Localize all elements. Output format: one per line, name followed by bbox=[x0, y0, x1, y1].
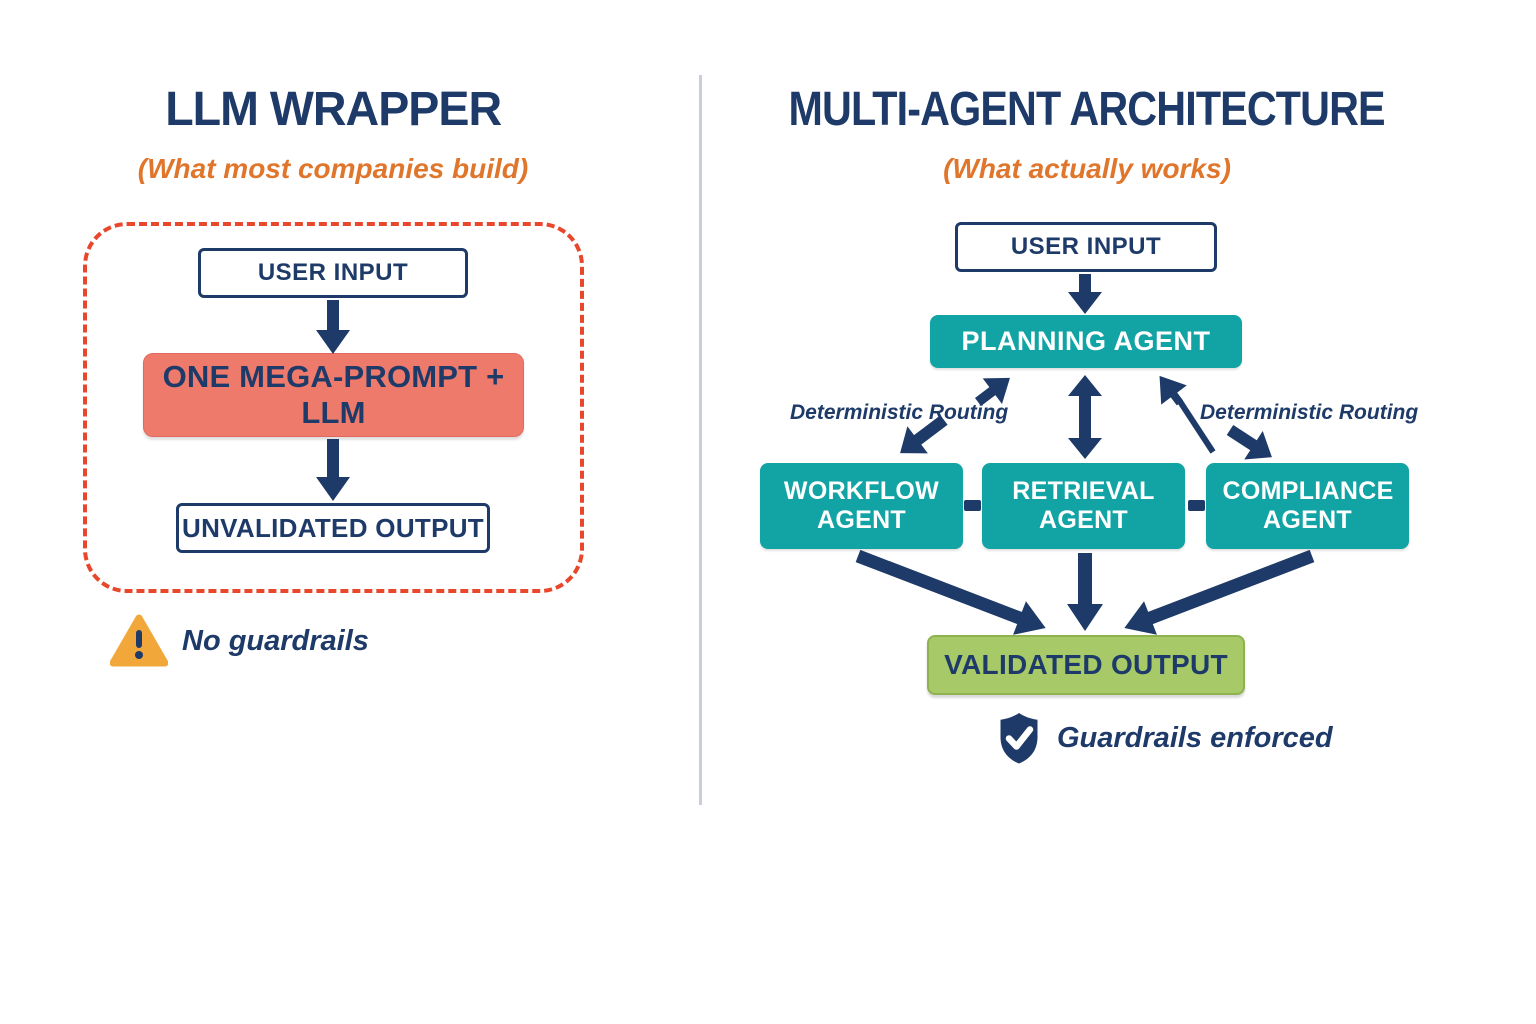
guardrails-enforced-label: Guardrails enforced bbox=[1057, 721, 1333, 754]
arrow-workflow-to-validated bbox=[855, 549, 1046, 635]
llm-wrapper-dashed-frame bbox=[83, 222, 584, 593]
retrieval-agent-label: RETRIEVAL AGENT bbox=[1012, 476, 1155, 535]
validated-output-label: VALIDATED OUTPUT bbox=[944, 649, 1228, 680]
left-footnote: No guardrails bbox=[110, 614, 369, 668]
retrieval-agent-box: RETRIEVAL AGENT bbox=[982, 463, 1185, 549]
arrow-planning-retrieval-bidirectional bbox=[1068, 375, 1102, 459]
mega-prompt-label: ONE MEGA-PROMPT + LLM bbox=[162, 359, 505, 430]
routing-label-left: Deterministic Routing bbox=[790, 401, 1009, 424]
left-panel-title: LLM WRAPPER bbox=[165, 83, 502, 136]
left-user-input-label: USER INPUT bbox=[257, 259, 409, 286]
shield-check-icon bbox=[1000, 713, 1038, 764]
unvalidated-output-box: UNVALIDATED OUTPUT bbox=[176, 503, 490, 553]
arrow-compliance-to-planning bbox=[1159, 375, 1187, 406]
agent-connector-dash-left bbox=[964, 500, 981, 511]
mega-prompt-box: ONE MEGA-PROMPT + LLM bbox=[143, 353, 524, 437]
arrow-compliance-to-validated bbox=[1124, 549, 1315, 635]
planning-agent-box: PLANNING AGENT bbox=[930, 315, 1242, 368]
workflow-agent-box: WORKFLOW AGENT bbox=[760, 463, 963, 549]
agent-connector-dash-right bbox=[1188, 500, 1205, 511]
workflow-agent-label: WORKFLOW AGENT bbox=[783, 476, 940, 535]
right-user-input-label: USER INPUT bbox=[1010, 233, 1162, 260]
left-user-input-box: USER INPUT bbox=[198, 248, 468, 298]
routing-label-right: Deterministic Routing bbox=[1200, 401, 1419, 424]
planning-agent-label: PLANNING AGENT bbox=[961, 326, 1211, 356]
right-user-input-box: USER INPUT bbox=[955, 222, 1217, 272]
right-panel-header: MULTI-AGENT ARCHITECTURE (What actually … bbox=[740, 82, 1434, 185]
warning-triangle-icon bbox=[110, 614, 168, 667]
right-panel-subtitle: (What actually works) bbox=[943, 153, 1231, 184]
panel-divider bbox=[699, 75, 702, 805]
left-panel-header: LLM WRAPPER (What most companies build) bbox=[60, 82, 606, 185]
compliance-agent-label: COMPLIANCE AGENT bbox=[1222, 476, 1394, 535]
left-panel-subtitle: (What most companies build) bbox=[137, 153, 529, 184]
no-guardrails-label: No guardrails bbox=[182, 624, 369, 657]
compliance-agent-box: COMPLIANCE AGENT bbox=[1206, 463, 1409, 549]
arrow-retrieval-to-validated bbox=[1067, 553, 1103, 631]
validated-output-box: VALIDATED OUTPUT bbox=[927, 635, 1245, 695]
right-panel-title: MULTI-AGENT ARCHITECTURE bbox=[788, 83, 1386, 136]
right-footnote: Guardrails enforced bbox=[995, 710, 1333, 766]
arrow-user-input-to-planning bbox=[1068, 274, 1102, 314]
unvalidated-output-label: UNVALIDATED OUTPUT bbox=[182, 512, 484, 543]
